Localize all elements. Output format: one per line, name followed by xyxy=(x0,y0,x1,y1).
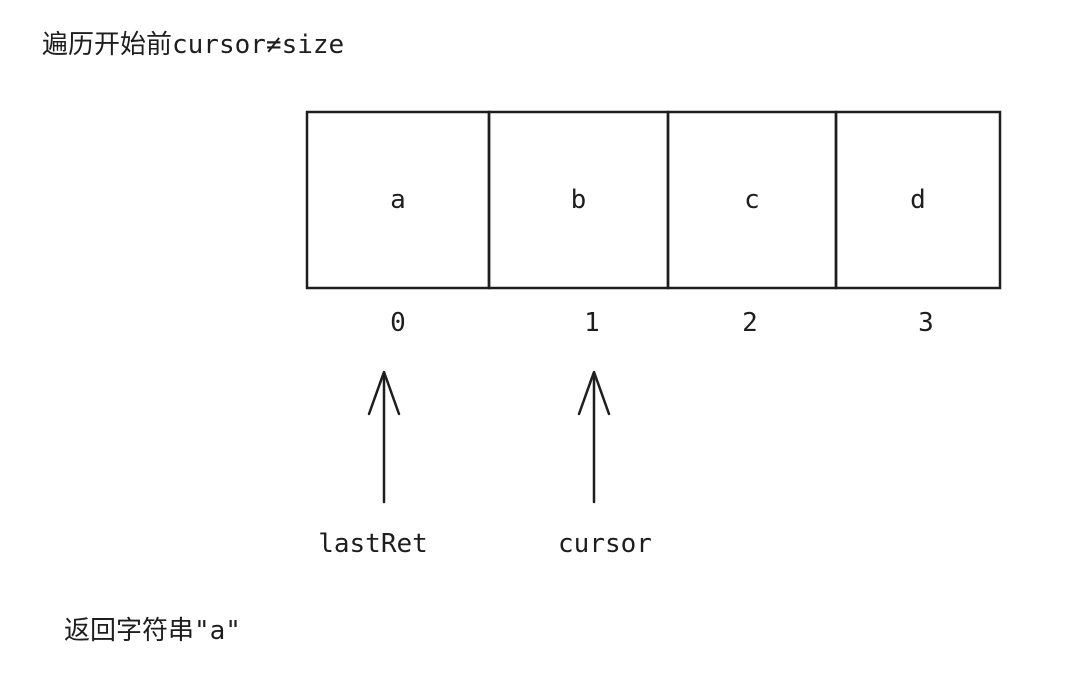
pointer-cursor: cursor xyxy=(558,370,652,559)
array-index-label: 3 xyxy=(918,308,934,338)
array-indices: 0 1 2 3 xyxy=(390,308,934,338)
array-index-label: 0 xyxy=(390,308,406,338)
pointer-lastRet: lastRet xyxy=(318,370,428,559)
array-cell-a: a xyxy=(305,110,491,290)
array-index-label: 1 xyxy=(584,308,600,338)
array-cells: a b c d xyxy=(305,110,1002,290)
arrow-head-icon xyxy=(367,370,401,416)
diagram-title: 遍历开始前cursor≠size xyxy=(42,30,345,60)
array-cell-d: d xyxy=(834,110,1002,290)
array-index-label: 2 xyxy=(742,308,758,338)
array-cell-b: b xyxy=(487,110,670,290)
result-caption: 返回字符串"a" xyxy=(64,616,241,646)
pointer-label: lastRet xyxy=(318,529,428,559)
array-cell-value: c xyxy=(744,185,760,215)
arrow-head-icon xyxy=(577,370,611,416)
pointer-label: cursor xyxy=(558,529,652,559)
array-cell-c: c xyxy=(666,110,838,290)
pointer-arrows: lastRet cursor xyxy=(318,370,652,559)
array-cell-value: b xyxy=(571,185,587,215)
array-cell-value: a xyxy=(390,185,406,215)
array-cell-box xyxy=(834,110,1002,290)
array-cell-value: d xyxy=(910,185,926,215)
